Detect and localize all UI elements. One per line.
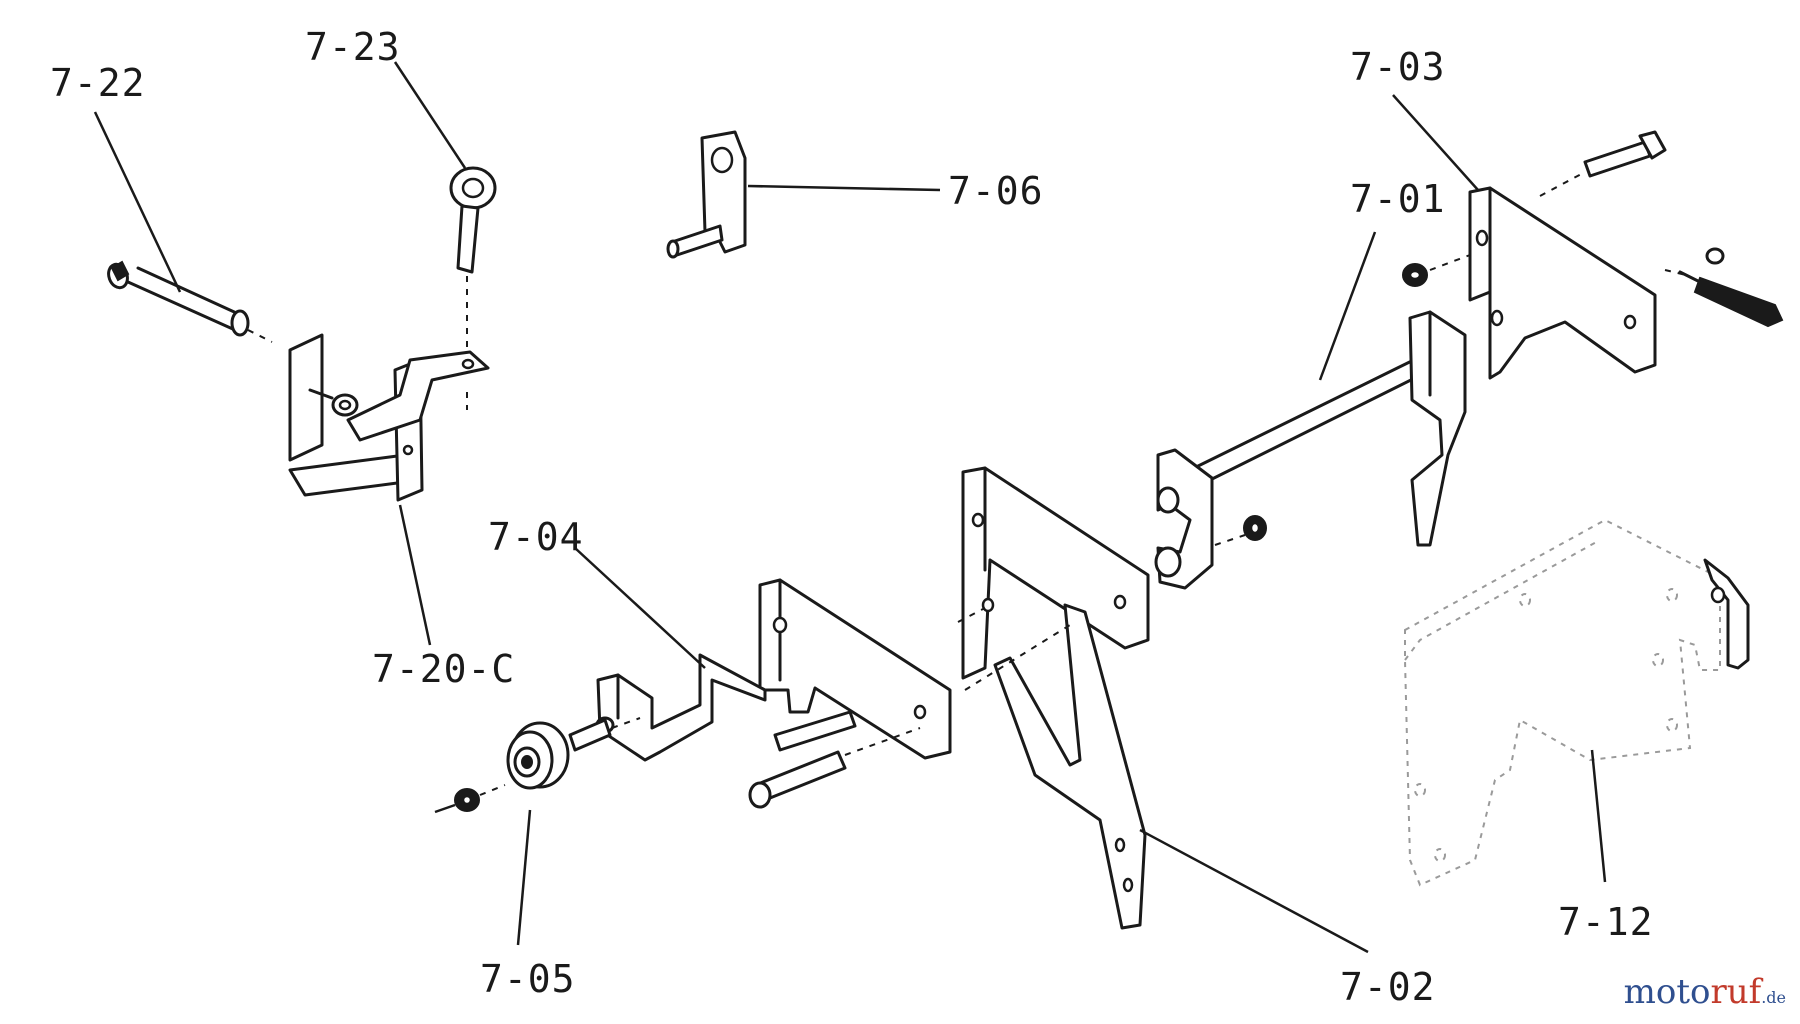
label-7-23: 7-23: [305, 25, 401, 69]
part-7-23-eye-bolt: [449, 166, 497, 352]
callout-labels: 7-22 7-23 7-06 7-03 7-01 7-04 7-20-C 7-0…: [50, 25, 1654, 1009]
part-7-02-plate: [957, 466, 1150, 930]
part-7-04-arm: [595, 578, 952, 809]
watermark-tld: .de: [1761, 988, 1786, 1007]
watermark-part-2: ruf: [1710, 972, 1762, 1012]
label-7-04: 7-04: [488, 515, 584, 559]
label-7-02: 7-02: [1340, 965, 1436, 1009]
part-7-06-tab-pin: [666, 130, 747, 259]
label-7-22: 7-22: [50, 61, 146, 105]
watermark-part-1: moto: [1623, 972, 1711, 1012]
part-7-22-pin: [107, 260, 273, 343]
watermark-logo: motoruf.de: [1624, 972, 1786, 1012]
label-7-12: 7-12: [1558, 900, 1654, 944]
part-7-01-shaft: [1154, 310, 1467, 590]
leader-lines: [93, 61, 1607, 954]
part-7-03-bracket: [1402, 130, 1784, 380]
label-7-01: 7-01: [1350, 177, 1446, 221]
label-7-03: 7-03: [1350, 45, 1446, 89]
part-7-20-c-bracket: [288, 333, 490, 502]
label-7-20-c: 7-20-C: [372, 647, 515, 691]
part-7-05-pulley: [434, 717, 641, 814]
part-7-12-mount: [1404, 518, 1750, 887]
label-7-06: 7-06: [948, 169, 1044, 213]
label-7-05: 7-05: [480, 957, 576, 1001]
